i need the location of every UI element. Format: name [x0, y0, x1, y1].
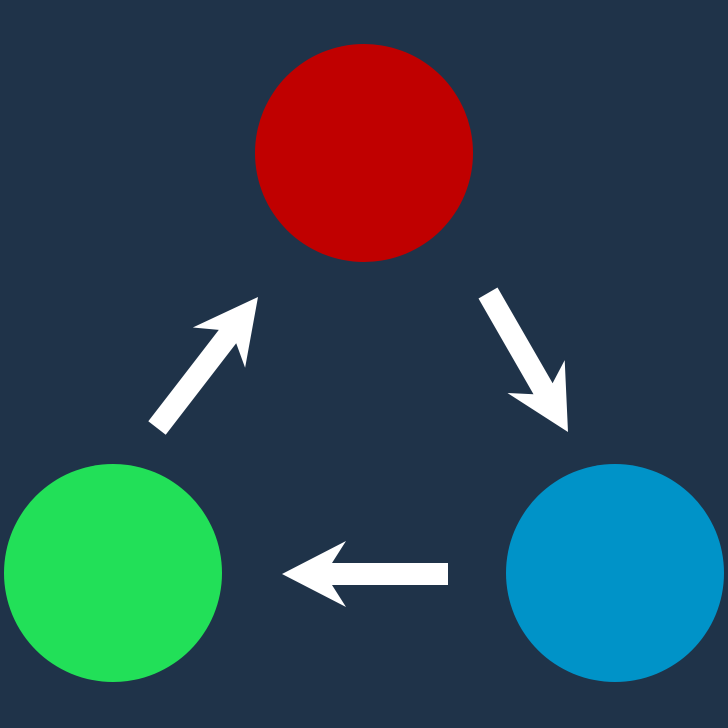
red-node — [255, 44, 473, 262]
arrow-green-to-red — [148, 297, 258, 435]
blue-node — [506, 464, 724, 682]
arrow-red-to-blue — [478, 287, 568, 432]
arrows-layer — [148, 287, 568, 607]
arrow-blue-to-green — [282, 541, 448, 607]
green-node — [4, 464, 222, 682]
nodes-layer — [4, 44, 724, 682]
